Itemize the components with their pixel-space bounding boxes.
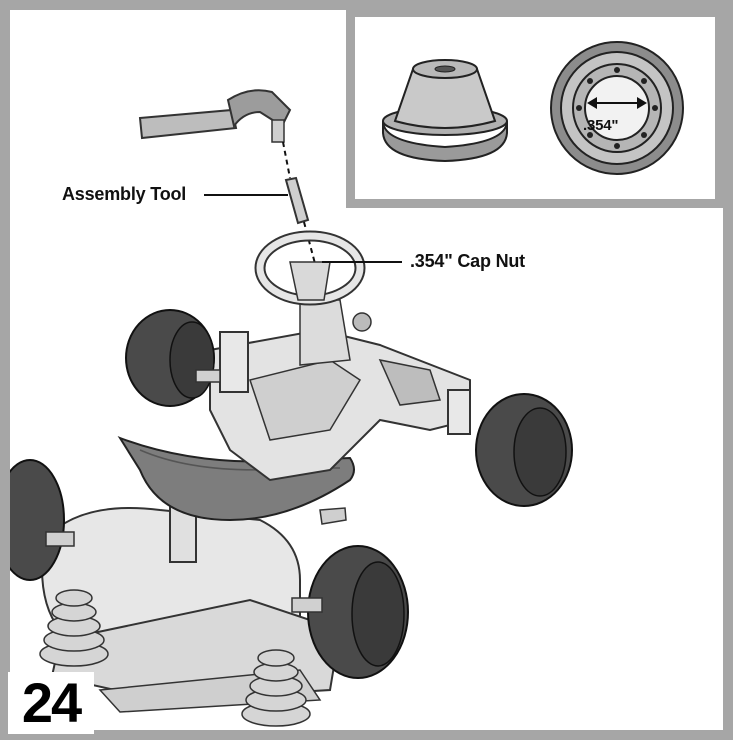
cap-nut-side-view [382,59,508,163]
wheel-rear-right [291,545,409,679]
vehicle-base [39,486,347,727]
assembly-tool-icon [284,176,310,225]
assembly-tool-label: Assembly Tool [62,184,187,204]
step-number: 24 [8,672,94,734]
cap-nut-detail-inset: .354" [346,8,724,208]
cap-nut-top-view [550,41,684,175]
hammer-icon [138,89,292,143]
vehicle-body [209,299,471,482]
wheel-front-right [475,393,573,507]
cap-nut-diagram [382,41,684,175]
steering-wheel [254,230,366,306]
dimension-label: .354" [583,117,619,134]
wheel-front-left [125,309,221,407]
wheel-rear-left [10,459,75,581]
seat [117,436,355,522]
cap-nut-label: .354" Cap Nut [410,251,525,271]
